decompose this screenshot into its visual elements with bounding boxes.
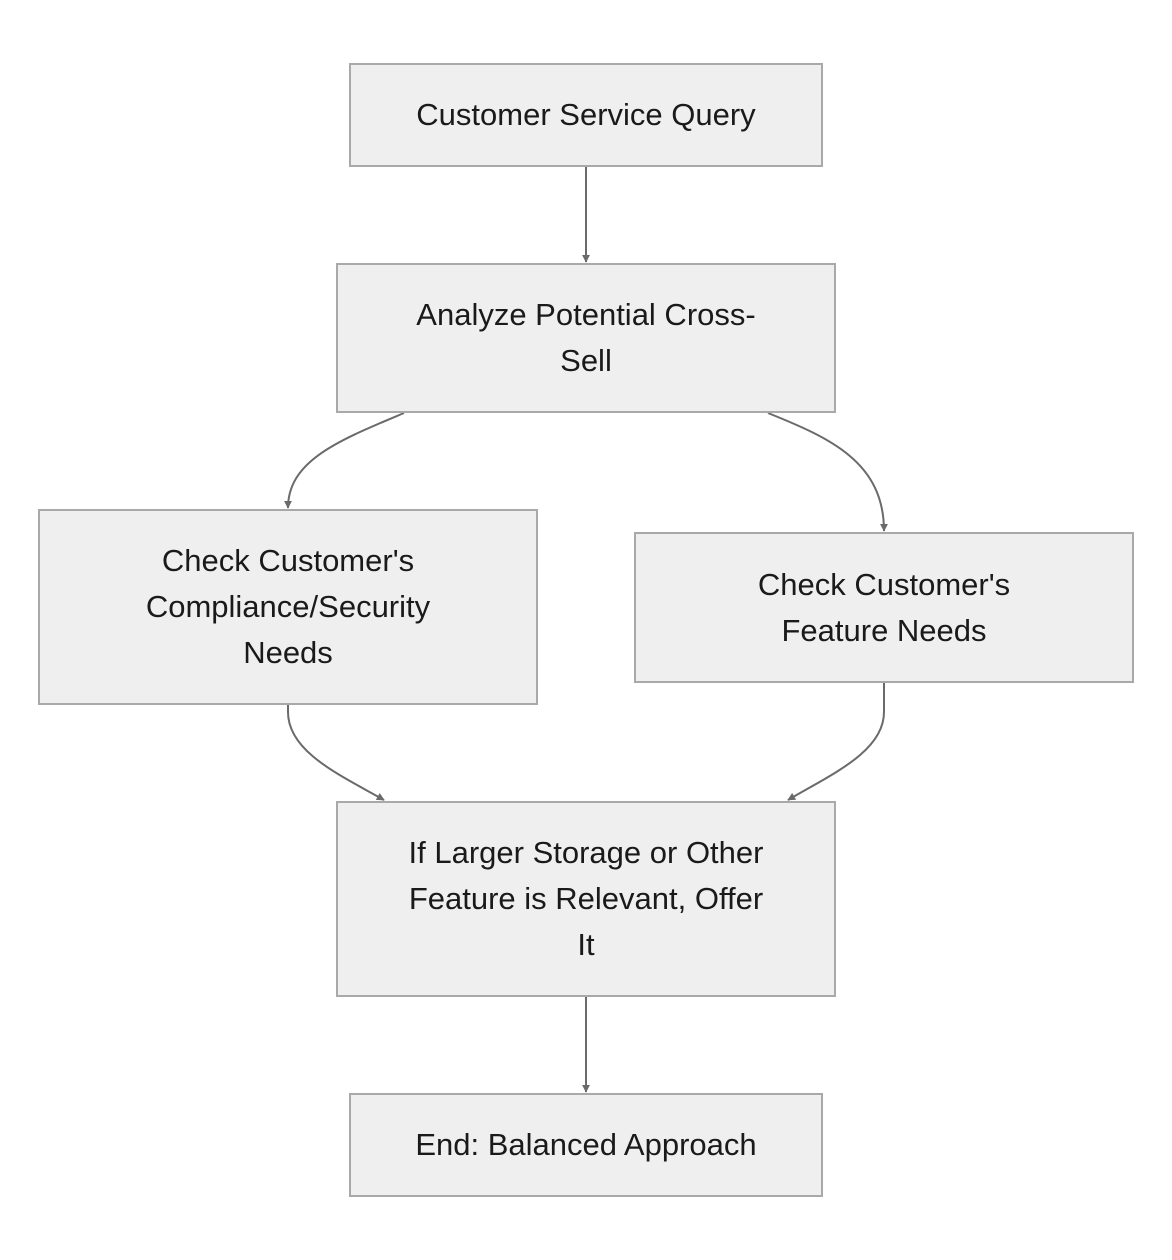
- node-label-line: Feature Needs: [781, 612, 987, 648]
- edge-analyze-to-feature: [767, 412, 888, 532]
- node-label-line: Feature is Relevant, Offer: [408, 881, 764, 916]
- node-label-line: Analyze Potential Cross-: [416, 297, 756, 332]
- node-offer-relevant-feature: If Larger Storage or Other Feature is Re…: [336, 801, 836, 997]
- node-label-line: End: Balanced Approach: [415, 1127, 757, 1162]
- node-label-line: It: [577, 927, 595, 962]
- node-check-compliance-needs: Check Customer's Compliance/Security Nee…: [38, 509, 538, 705]
- node-label-line: If Larger Storage or Other: [408, 835, 764, 870]
- node-label-line: Needs: [243, 635, 333, 670]
- node-label-line: Check Customer's: [757, 566, 1011, 602]
- node-customer-service-query: Customer Service Query: [349, 63, 823, 167]
- edge-compliance-to-offer: [287, 705, 385, 801]
- node-label-line: Customer Service Query: [416, 97, 756, 132]
- node-check-feature-needs: Check Customer's Feature Needs: [634, 532, 1134, 683]
- node-end-balanced-approach: End: Balanced Approach: [349, 1093, 823, 1197]
- node-label-line: Sell: [560, 343, 612, 378]
- edge-analyze-to-compliance: [284, 412, 405, 509]
- edge-feature-to-offer: [787, 683, 885, 801]
- node-analyze-cross-sell: Analyze Potential Cross- Sell: [336, 263, 836, 413]
- node-label-line: Check Customer's: [161, 543, 415, 578]
- node-label-line: Compliance/Security: [145, 589, 431, 624]
